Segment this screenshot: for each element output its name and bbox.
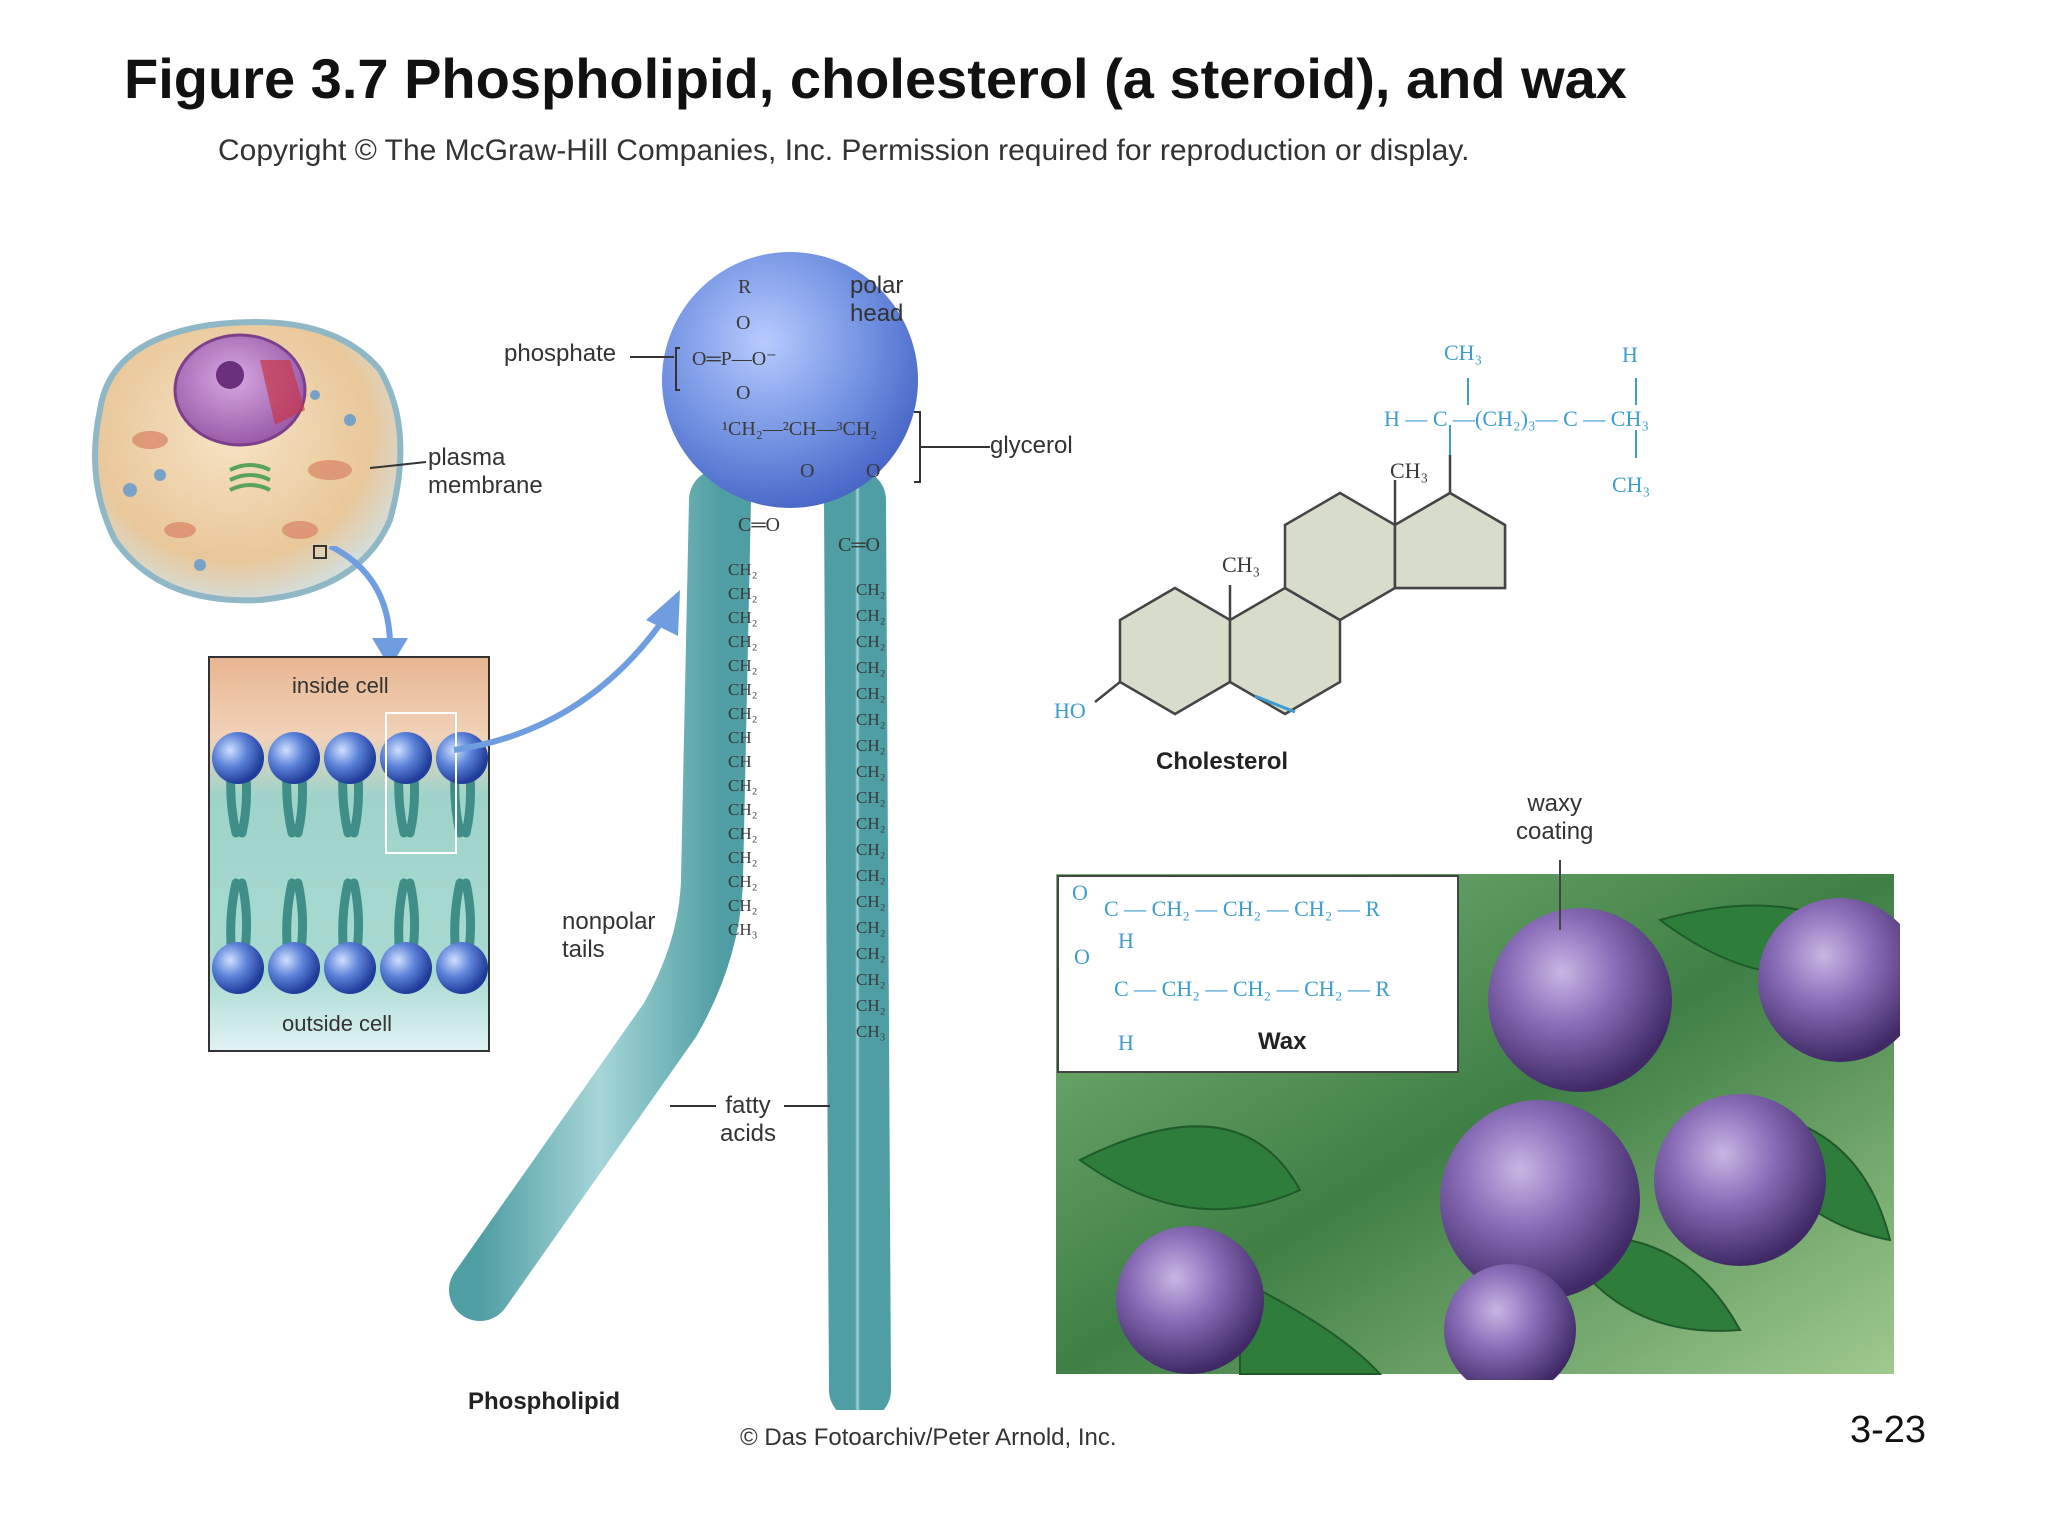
wax-caption: Wax xyxy=(1258,1028,1307,1055)
chain-unit: CH₂ xyxy=(856,996,886,1015)
plasma-membrane-leader xyxy=(370,461,427,469)
chain-unit: CH₂ xyxy=(856,892,886,911)
head-o1: O xyxy=(736,312,751,334)
cholesterol-ring-ch3-upper: CH₃ xyxy=(1390,458,1429,483)
right-fatty-acid-chain: CH₂ CH₂ CH₂ CH₂ CH₂ CH₂ CH₂ CH₂ CH₂ CH₂ CH₂ CH₂ CH₂ C… xyxy=(856,580,886,1048)
cholesterol-bottom-ch3: CH₃ xyxy=(1612,472,1651,497)
chain-unit: CH₂ xyxy=(856,788,886,807)
waxy-coating-label-line1: waxy xyxy=(1527,790,1583,817)
membrane-bilayer-panel: inside cell outside cell xyxy=(208,656,490,1052)
chain-unit: CH₂ xyxy=(856,866,886,885)
glycerol-backbone: ¹CH₂—²CH—³CH₂ xyxy=(722,418,878,440)
nonpolar-tails-label-line2: tails xyxy=(562,936,605,963)
wax-o-left: O xyxy=(1074,944,1090,969)
chain-unit: CH₂ xyxy=(728,872,758,891)
chain-unit: CH₂ xyxy=(856,970,886,989)
chain-unit: CH₂ xyxy=(856,632,886,651)
chain-unit: CH₂ xyxy=(856,944,886,963)
plasma-membrane-label: plasma membrane xyxy=(428,444,543,500)
chain-unit: CH xyxy=(728,728,752,747)
head-phosphate-group: O═P—O⁻ xyxy=(692,348,777,370)
head-o2: O xyxy=(736,382,751,404)
chain-unit: CH₂ xyxy=(856,918,886,937)
nonpolar-tails-label-line1: nonpolar xyxy=(562,908,656,935)
plasma-membrane-label-line2: membrane xyxy=(428,472,543,499)
chain-unit: CH₂ xyxy=(728,656,758,675)
chain-unit: CH xyxy=(728,752,752,771)
ester-o-left: O xyxy=(800,460,815,482)
chain-unit: CH₂ xyxy=(728,584,758,603)
inside-cell-label: inside cell xyxy=(292,673,389,698)
chain-unit: CH₂ xyxy=(728,632,758,651)
chain-unit: CH₂ xyxy=(856,606,886,625)
wax-h-top: H xyxy=(1118,928,1134,953)
polar-head-label: polar head xyxy=(850,272,903,328)
fatty-acids-label-line2: acids xyxy=(720,1120,777,1147)
ester-o-right: O xyxy=(866,460,881,482)
chain-unit: CH₃ xyxy=(728,920,758,939)
cholesterol-caption: Cholesterol xyxy=(1156,748,1289,775)
carbonyl-right: C═O xyxy=(838,534,880,556)
chain-unit: CH₂ xyxy=(728,896,758,915)
waxy-coating-label: waxy coating xyxy=(1516,790,1593,846)
cholesterol-ring-ch3-lower: CH₃ xyxy=(1222,552,1261,577)
chain-unit: CH₂ xyxy=(728,776,758,795)
photo-credit: © Das Fotoarchiv/Peter Arnold, Inc. xyxy=(740,1424,1117,1451)
figure-title: Figure 3.7 Phospholipid, cholesterol (a … xyxy=(124,47,1627,110)
chain-unit: CH₃ xyxy=(856,1022,886,1041)
chain-unit: CH₂ xyxy=(728,560,758,579)
cholesterol-hydroxyl: HO xyxy=(1054,698,1086,723)
carbonyl-left: C═O xyxy=(738,514,780,536)
fatty-acids-label: fatty acids xyxy=(720,1092,776,1148)
chain-unit: CH₂ xyxy=(728,680,758,699)
wax-row2: C — CH₂ — CH₂ — CH₂ — R xyxy=(1114,976,1391,1001)
wax-o-top: O xyxy=(1072,880,1088,905)
chain-unit: CH₂ xyxy=(728,704,758,723)
plum-photo xyxy=(1056,860,1900,1380)
cholesterol-top-ch3: CH₃ xyxy=(1444,340,1483,365)
cholesterol-structure xyxy=(1094,378,1637,716)
chain-unit: CH₂ xyxy=(856,684,886,703)
outside-cell-label: outside cell xyxy=(282,1011,393,1036)
phospholipid-molecule xyxy=(449,252,990,1410)
wax-h-bottom: H xyxy=(1118,1030,1134,1055)
chain-unit: CH₂ xyxy=(728,800,758,819)
chain-unit: CH₂ xyxy=(856,736,886,755)
cholesterol-top-h: H xyxy=(1622,342,1638,367)
polar-head-label-line2: head xyxy=(850,300,904,327)
plasma-membrane-label-line1: plasma xyxy=(428,444,506,471)
cell-illustration xyxy=(92,319,404,604)
nonpolar-tails-label: nonpolar tails xyxy=(562,908,655,964)
cell-to-bilayer-arrow xyxy=(328,546,408,668)
chain-unit: CH₂ xyxy=(856,580,886,599)
chain-unit: CH₂ xyxy=(856,710,886,729)
waxy-coating-label-line2: coating xyxy=(1516,818,1594,845)
head-r: R xyxy=(738,276,752,298)
chain-unit: CH₂ xyxy=(728,848,758,867)
chain-unit: CH₂ xyxy=(856,658,886,677)
chain-unit: CH₂ xyxy=(856,814,886,833)
chain-unit: CH₂ xyxy=(856,762,886,781)
glycerol-label: glycerol xyxy=(990,432,1073,459)
fatty-acids-leaders xyxy=(670,1105,830,1107)
chain-unit: CH₂ xyxy=(728,608,758,627)
phospholipid-caption: Phospholipid xyxy=(468,1388,620,1415)
chain-unit: CH₂ xyxy=(856,840,886,859)
polar-head-label-line1: polar xyxy=(850,272,904,299)
copyright-notice: Copyright © The McGraw-Hill Companies, I… xyxy=(218,134,1470,167)
left-fatty-acid-chain: CH₂ CH₂ CH₂ CH₂ CH₂ CH₂ CH₂ CH CH CH₂ CH₂ CH₂ CH₂ CH₂… xyxy=(728,560,758,944)
phosphate-label: phosphate xyxy=(504,340,617,367)
slide-number: 3-23 xyxy=(1849,1409,1926,1451)
cholesterol-side-chain: H — C —(CH₂)₃— C — CH₃ xyxy=(1384,406,1650,431)
chain-unit: CH₂ xyxy=(728,824,758,843)
bilayer-to-phospholipid-arrow xyxy=(453,590,680,753)
wax-row1: C — CH₂ — CH₂ — CH₂ — R xyxy=(1104,896,1381,921)
fatty-acids-label-line1: fatty xyxy=(725,1092,771,1119)
